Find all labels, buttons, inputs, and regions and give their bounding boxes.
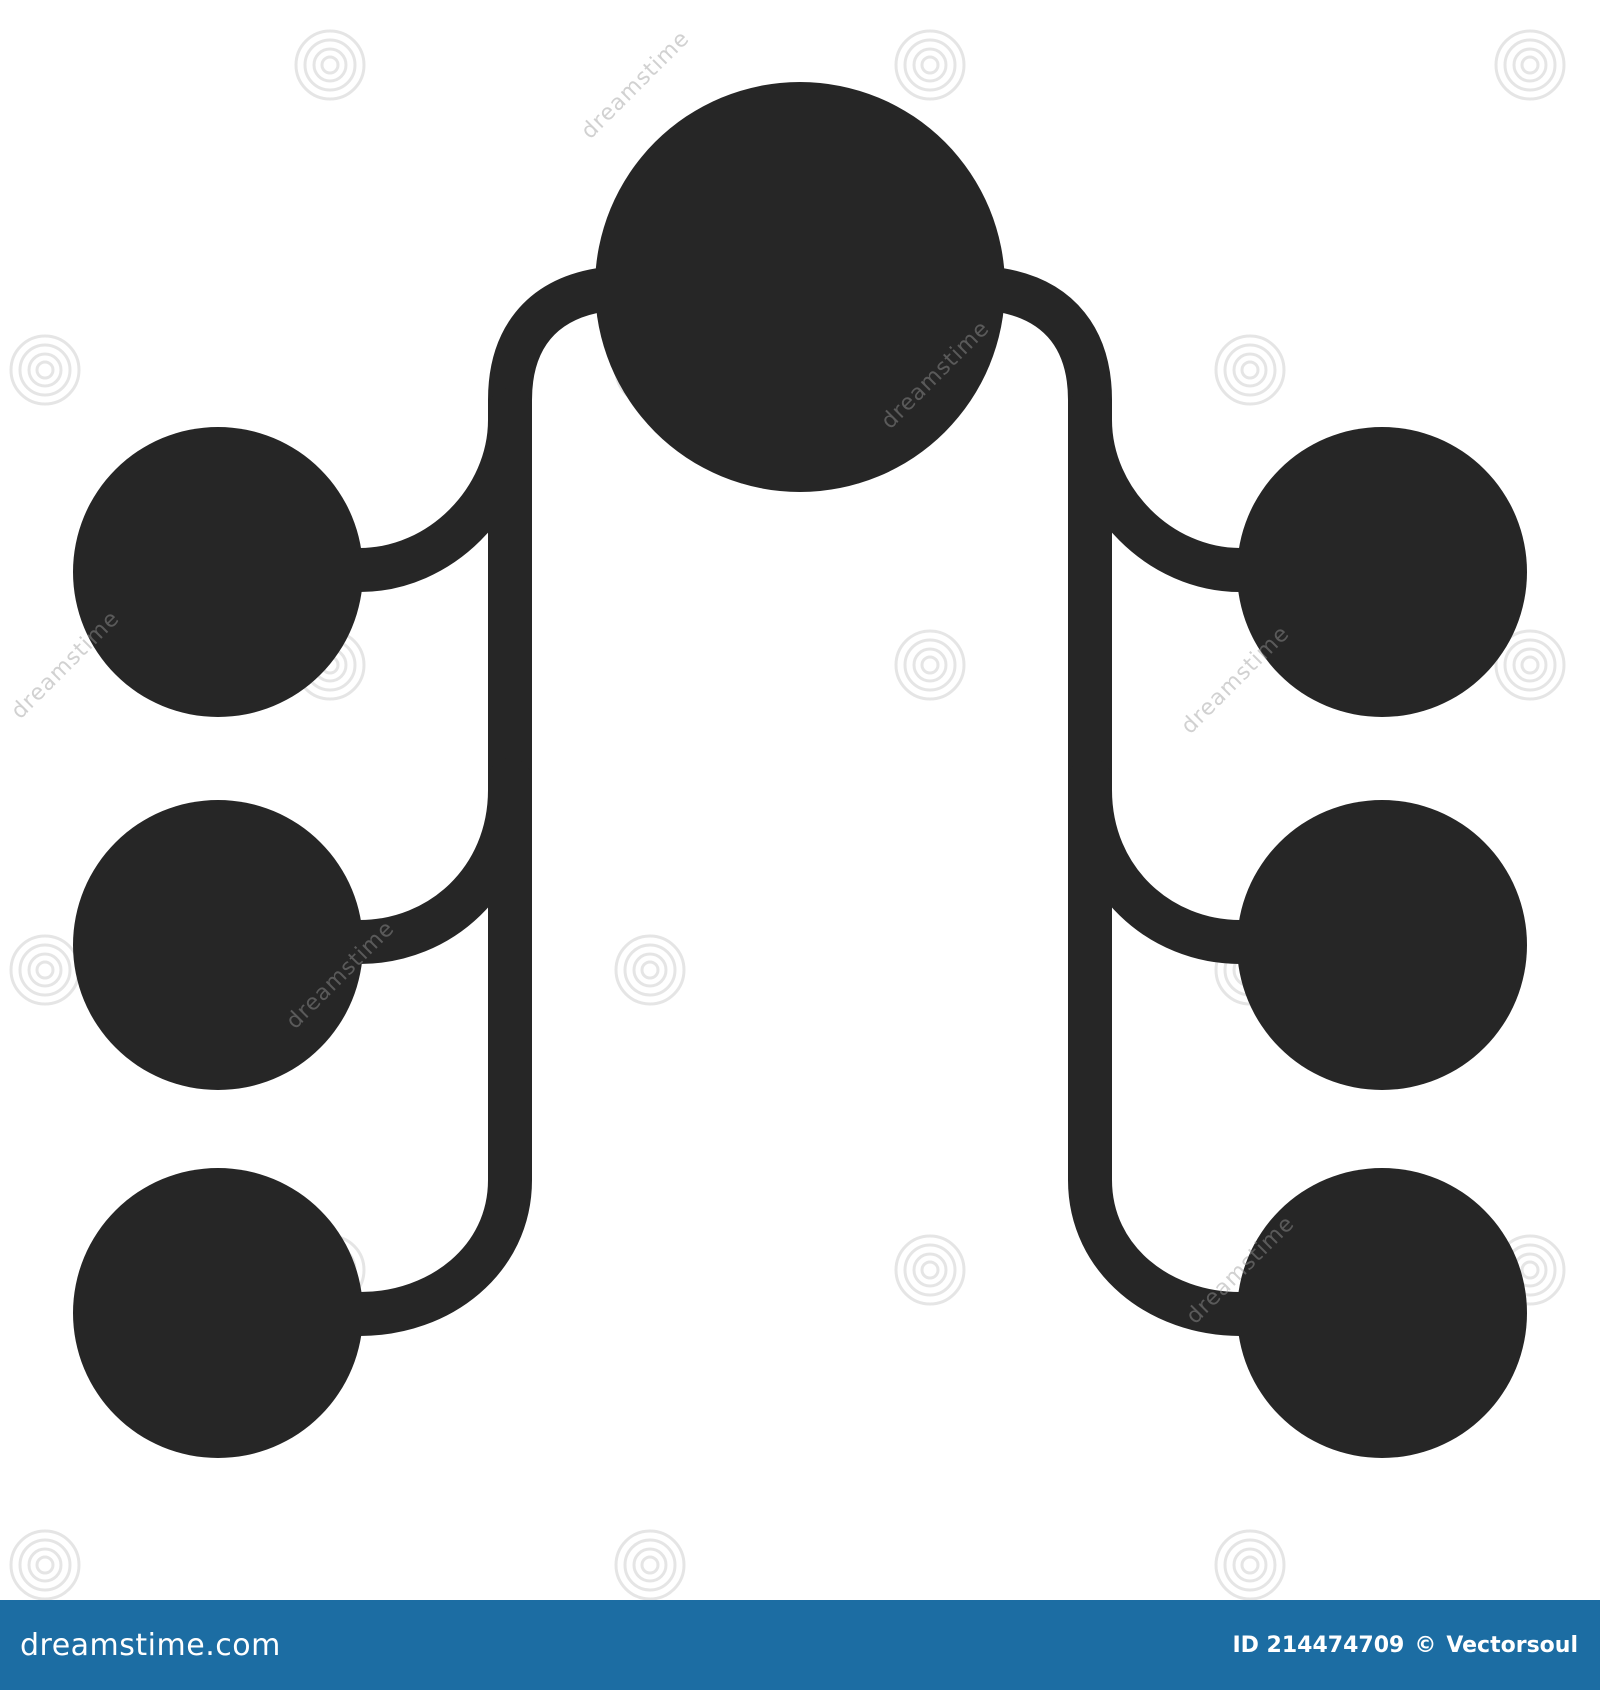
watermark-spiral-icon [9, 934, 81, 1006]
footer-bar: dreamstime.com ID 214474709 © Vectorsoul [0, 1600, 1600, 1690]
node-root [595, 82, 1005, 492]
watermark-spiral-icon [1214, 1529, 1286, 1600]
watermark-spiral-icon [894, 629, 966, 701]
connector-root-right-1 [978, 268, 1262, 592]
watermark-spiral-icon [1214, 334, 1286, 406]
copyright-icon: © [1414, 1632, 1437, 1658]
watermark-spiral-icon [1494, 29, 1566, 101]
node-right-1 [1237, 427, 1527, 717]
watermark-spiral-icon [614, 1529, 686, 1600]
hierarchy-diagram: dreamstime dreamstime dreamstime dreamst… [7, 26, 1566, 1600]
connector-root-left-3 [338, 758, 532, 1336]
watermark-spiral-icon [894, 1234, 966, 1306]
image-id: ID 214474709 [1232, 1632, 1405, 1658]
watermark-spiral-icon [614, 934, 686, 1006]
watermark-text-2: dreamstime [1177, 621, 1295, 739]
watermark-spiral-icon [1494, 629, 1566, 701]
connector-root-right-3 [1068, 758, 1262, 1336]
diagram-nodes [73, 82, 1527, 1458]
watermark-spiral-icon [294, 29, 366, 101]
watermark-spiral-icon [9, 1529, 81, 1600]
watermark-spiral-icon [9, 334, 81, 406]
node-left-2 [73, 800, 363, 1090]
node-left-1 [73, 427, 363, 717]
connector-lines [338, 268, 1262, 1336]
author-name: Vectorsoul [1446, 1632, 1578, 1658]
node-right-2 [1237, 800, 1527, 1090]
footer-credit: ID 214474709 © Vectorsoul [1232, 1633, 1578, 1658]
footer-brand: dreamstime.com [20, 1627, 281, 1663]
node-right-3 [1237, 1168, 1527, 1458]
node-left-3 [73, 1168, 363, 1458]
connector-root-left-1 [338, 268, 622, 592]
watermark-spiral-icon [894, 29, 966, 101]
